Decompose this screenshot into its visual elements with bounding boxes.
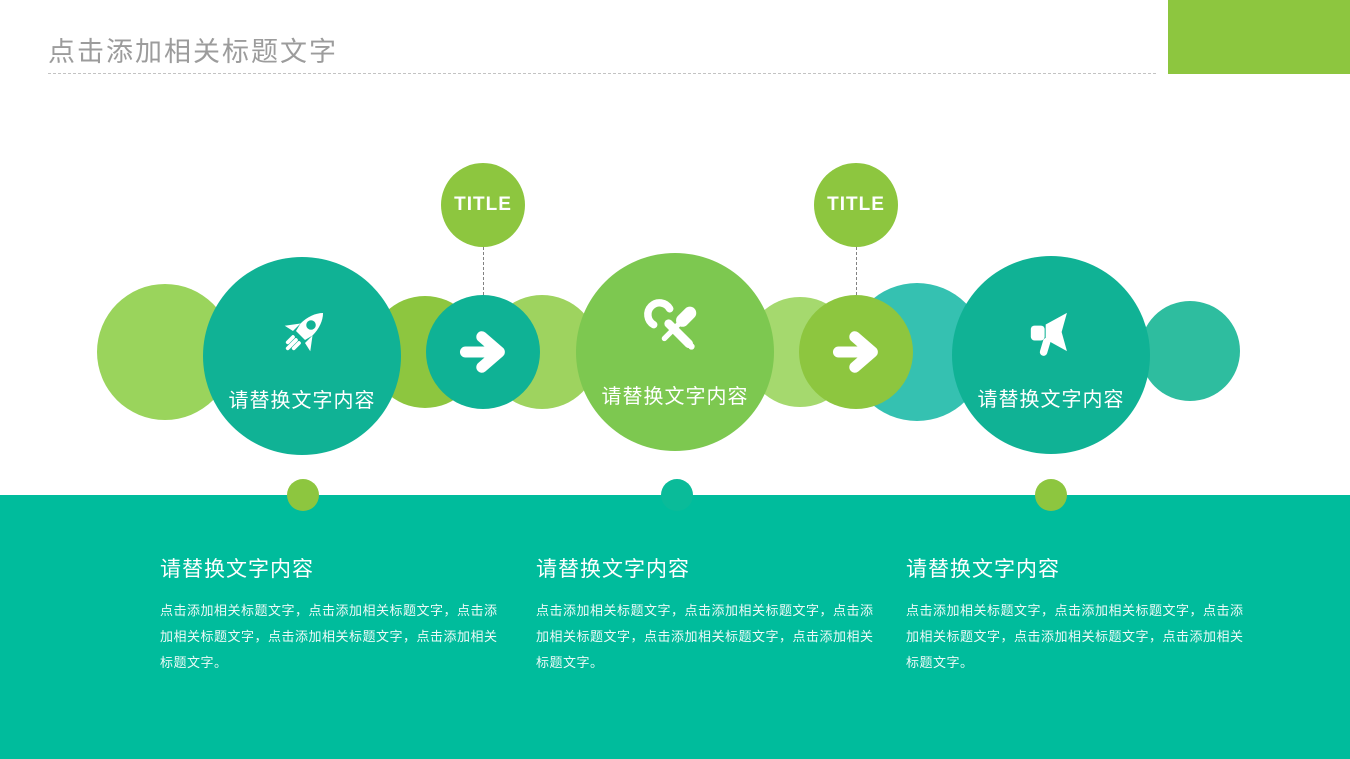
banner-body-text[interactable]: 点击添加相关标题文字，点击添加相关标题文字，点击添加相关标题文字，点击添加相关标… — [160, 603, 498, 670]
banner-column-3: 请替换文字内容 点击添加相关标题文字，点击添加相关标题文字，点击添加相关标题文字… — [906, 553, 1248, 676]
wrench-screwdriver-icon — [641, 296, 709, 364]
banner-body-text[interactable]: 点击添加相关标题文字，点击添加相关标题文字，点击添加相关标题文字，点击添加相关标… — [536, 603, 874, 670]
rocket-icon — [268, 300, 336, 368]
bottom-banner — [0, 495, 1350, 759]
title-badge-1[interactable]: TITLE — [441, 163, 525, 247]
connector-dot — [287, 479, 319, 511]
title-badge-2[interactable]: TITLE — [814, 163, 898, 247]
step-circle-tools[interactable]: 请替换文字内容 — [576, 253, 774, 451]
decor-circle — [1140, 301, 1240, 401]
banner-column-1: 请替换文字内容 点击添加相关标题文字，点击添加相关标题文字，点击添加相关标题文字… — [160, 553, 502, 676]
step-label[interactable]: 请替换文字内容 — [228, 389, 376, 412]
step-circle-rocket[interactable]: 请替换文字内容 — [203, 257, 401, 455]
title-badge-label: TITLE — [454, 194, 512, 215]
banner-column-2: 请替换文字内容 点击添加相关标题文字，点击添加相关标题文字，点击添加相关标题文字… — [536, 553, 878, 676]
title-divider — [48, 73, 1156, 74]
step-label[interactable]: 请替换文字内容 — [977, 388, 1125, 411]
connector-dot — [1035, 479, 1067, 511]
dashed-connector — [856, 247, 857, 295]
corner-accent-block — [1168, 0, 1350, 74]
step-label[interactable]: 请替换文字内容 — [601, 385, 749, 408]
megaphone-icon — [1017, 299, 1085, 367]
connector-dot — [661, 479, 693, 511]
page-title[interactable]: 点击添加相关标题文字 — [48, 37, 338, 67]
banner-heading[interactable]: 请替换文字内容 — [906, 558, 1060, 581]
arrow-right-icon — [832, 331, 878, 373]
arrow-circle-1 — [426, 295, 540, 409]
banner-heading[interactable]: 请替换文字内容 — [160, 558, 314, 581]
banner-heading[interactable]: 请替换文字内容 — [536, 558, 690, 581]
title-badge-label: TITLE — [827, 194, 885, 215]
arrow-circle-2 — [799, 295, 913, 409]
banner-body-text[interactable]: 点击添加相关标题文字，点击添加相关标题文字，点击添加相关标题文字，点击添加相关标… — [906, 603, 1244, 670]
arrow-right-icon — [459, 331, 505, 373]
dashed-connector — [483, 247, 484, 295]
step-circle-megaphone[interactable]: 请替换文字内容 — [952, 256, 1150, 454]
